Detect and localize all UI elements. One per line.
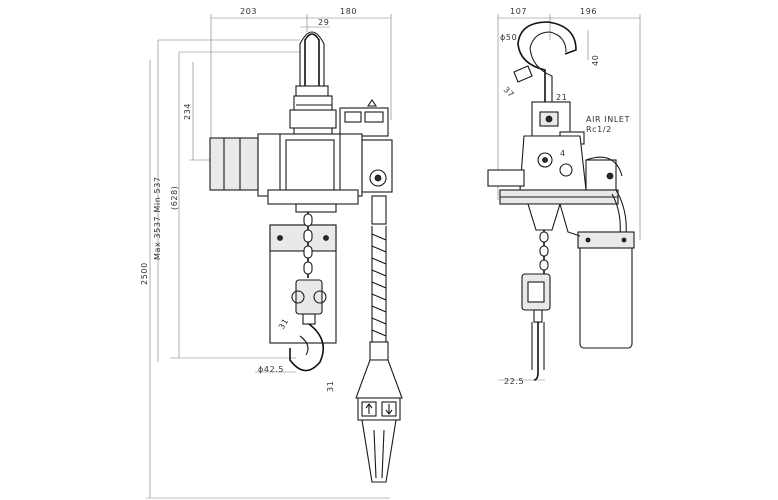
front-ref-height-label: (628): [170, 185, 179, 210]
side-hook-offset-label: 21: [556, 93, 567, 102]
top-hook: [295, 31, 329, 97]
side-mount: [531, 101, 585, 145]
side-width-left-label: 107: [510, 7, 527, 16]
front-total-height-label: 2500: [140, 262, 149, 285]
front-hook-height-label: 234: [183, 103, 192, 120]
front-lift-range-label: Max 3537 Min 537: [153, 176, 162, 260]
side-dimension-lines: [497, 14, 641, 381]
side-center-mark-label: 4: [560, 149, 566, 158]
front-top-offset-label: 29: [318, 18, 329, 27]
air-inlet-title: AIR INLET: [586, 115, 630, 124]
hoist-frame: [289, 95, 389, 137]
side-hook-block: [521, 273, 551, 381]
motor-body: [209, 133, 393, 213]
pendant-control: [355, 359, 403, 483]
bottom-hook: [289, 279, 327, 372]
front-width-right-label: 180: [340, 7, 357, 16]
front-view: 203 180 29 234 Max 3537 Min 537 (628) 25…: [140, 7, 403, 499]
side-bottom-dim-label: 22.5: [504, 377, 524, 386]
side-top-hook: [513, 21, 577, 104]
front-hook-tip-label: 31: [326, 381, 335, 392]
side-chain-bag: [577, 231, 635, 349]
side-view: 107 196 ϕ50 40 37 21 AIR INLET Rc1/2 4 2…: [487, 7, 641, 386]
air-inlet-spec: Rc1/2: [586, 125, 612, 134]
front-width-left-label: 203: [240, 7, 257, 16]
side-body: [487, 135, 623, 205]
front-hook-eye-dia-label: ϕ42.5: [258, 365, 284, 374]
side-chain: [527, 203, 581, 282]
control-hose: [369, 195, 389, 361]
side-hook-eye-dia-label: ϕ50: [500, 33, 517, 42]
load-chain: [303, 212, 313, 278]
front-dimension-lines: [146, 14, 392, 499]
side-hook-angle-label: 40: [591, 55, 600, 66]
side-hook-throat-label: 37: [502, 85, 516, 99]
side-width-right-label: 196: [580, 7, 597, 16]
